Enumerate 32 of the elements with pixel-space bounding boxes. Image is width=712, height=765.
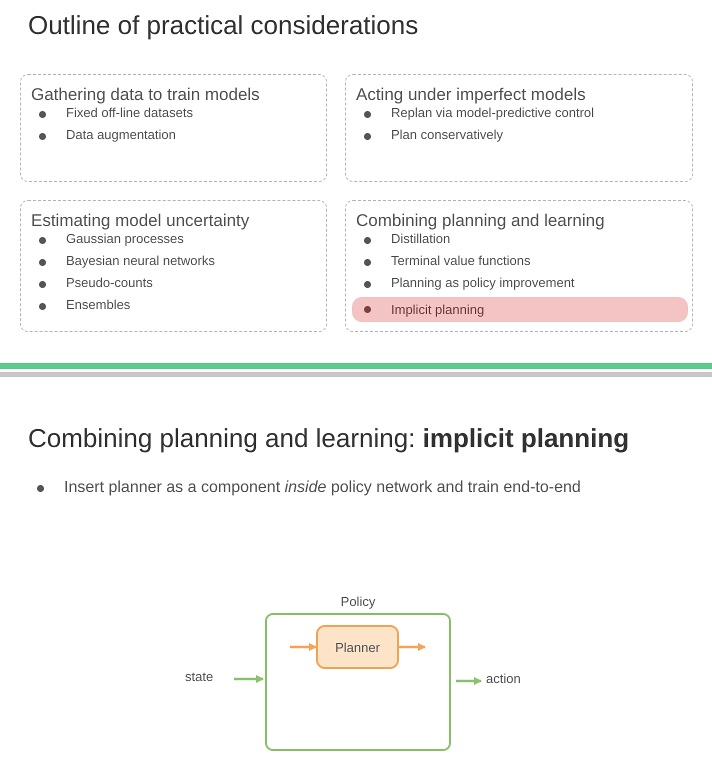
- bullet-item: Fixed off-line datasets: [66, 105, 193, 120]
- highlighted-item: [352, 297, 688, 322]
- dashed-card: [345, 200, 693, 332]
- bullet-text: Insert planner as a component inside policy network and train end-to-end: [64, 479, 581, 497]
- arrow: [456, 677, 482, 685]
- bullet-item: Implicit planning: [391, 302, 484, 317]
- bullet-item: Gaussian processes: [66, 231, 184, 246]
- bullet-item: Data augmentation: [66, 127, 176, 142]
- card-heading: Gathering data to train models: [31, 85, 260, 105]
- node-text: state: [185, 669, 229, 689]
- arrow: [234, 675, 264, 683]
- dashed-card: [20, 74, 327, 182]
- bullet-item: Plan conservatively: [391, 127, 503, 142]
- planner-box: Planner: [316, 625, 399, 669]
- bullet-item: Pseudo-counts: [66, 275, 153, 290]
- node-text: action: [486, 671, 536, 691]
- card-heading: Estimating model uncertainty: [31, 211, 250, 231]
- dashed-card: [20, 200, 327, 332]
- bullet-item: Planning as policy improvement: [391, 275, 575, 290]
- bullet-item: Distillation: [391, 231, 450, 246]
- slide-title: Outline of practical considerations: [28, 10, 418, 41]
- bullet-item: Replan via model-predictive control: [391, 105, 594, 120]
- bullet-item: Terminal value functions: [391, 253, 530, 268]
- card-heading: Acting under imperfect models: [356, 85, 586, 105]
- arrow: [399, 643, 426, 651]
- arrow: [290, 643, 317, 651]
- dashed-card: [345, 74, 693, 182]
- box-heading: Policy: [340, 594, 376, 609]
- slide-title: Combining planning and learning: implicit planning: [28, 423, 630, 454]
- bullet-item: Bayesian neural networks: [66, 253, 215, 268]
- bullet-item: Ensembles: [66, 297, 130, 312]
- card-heading: Combining planning and learning: [356, 211, 605, 231]
